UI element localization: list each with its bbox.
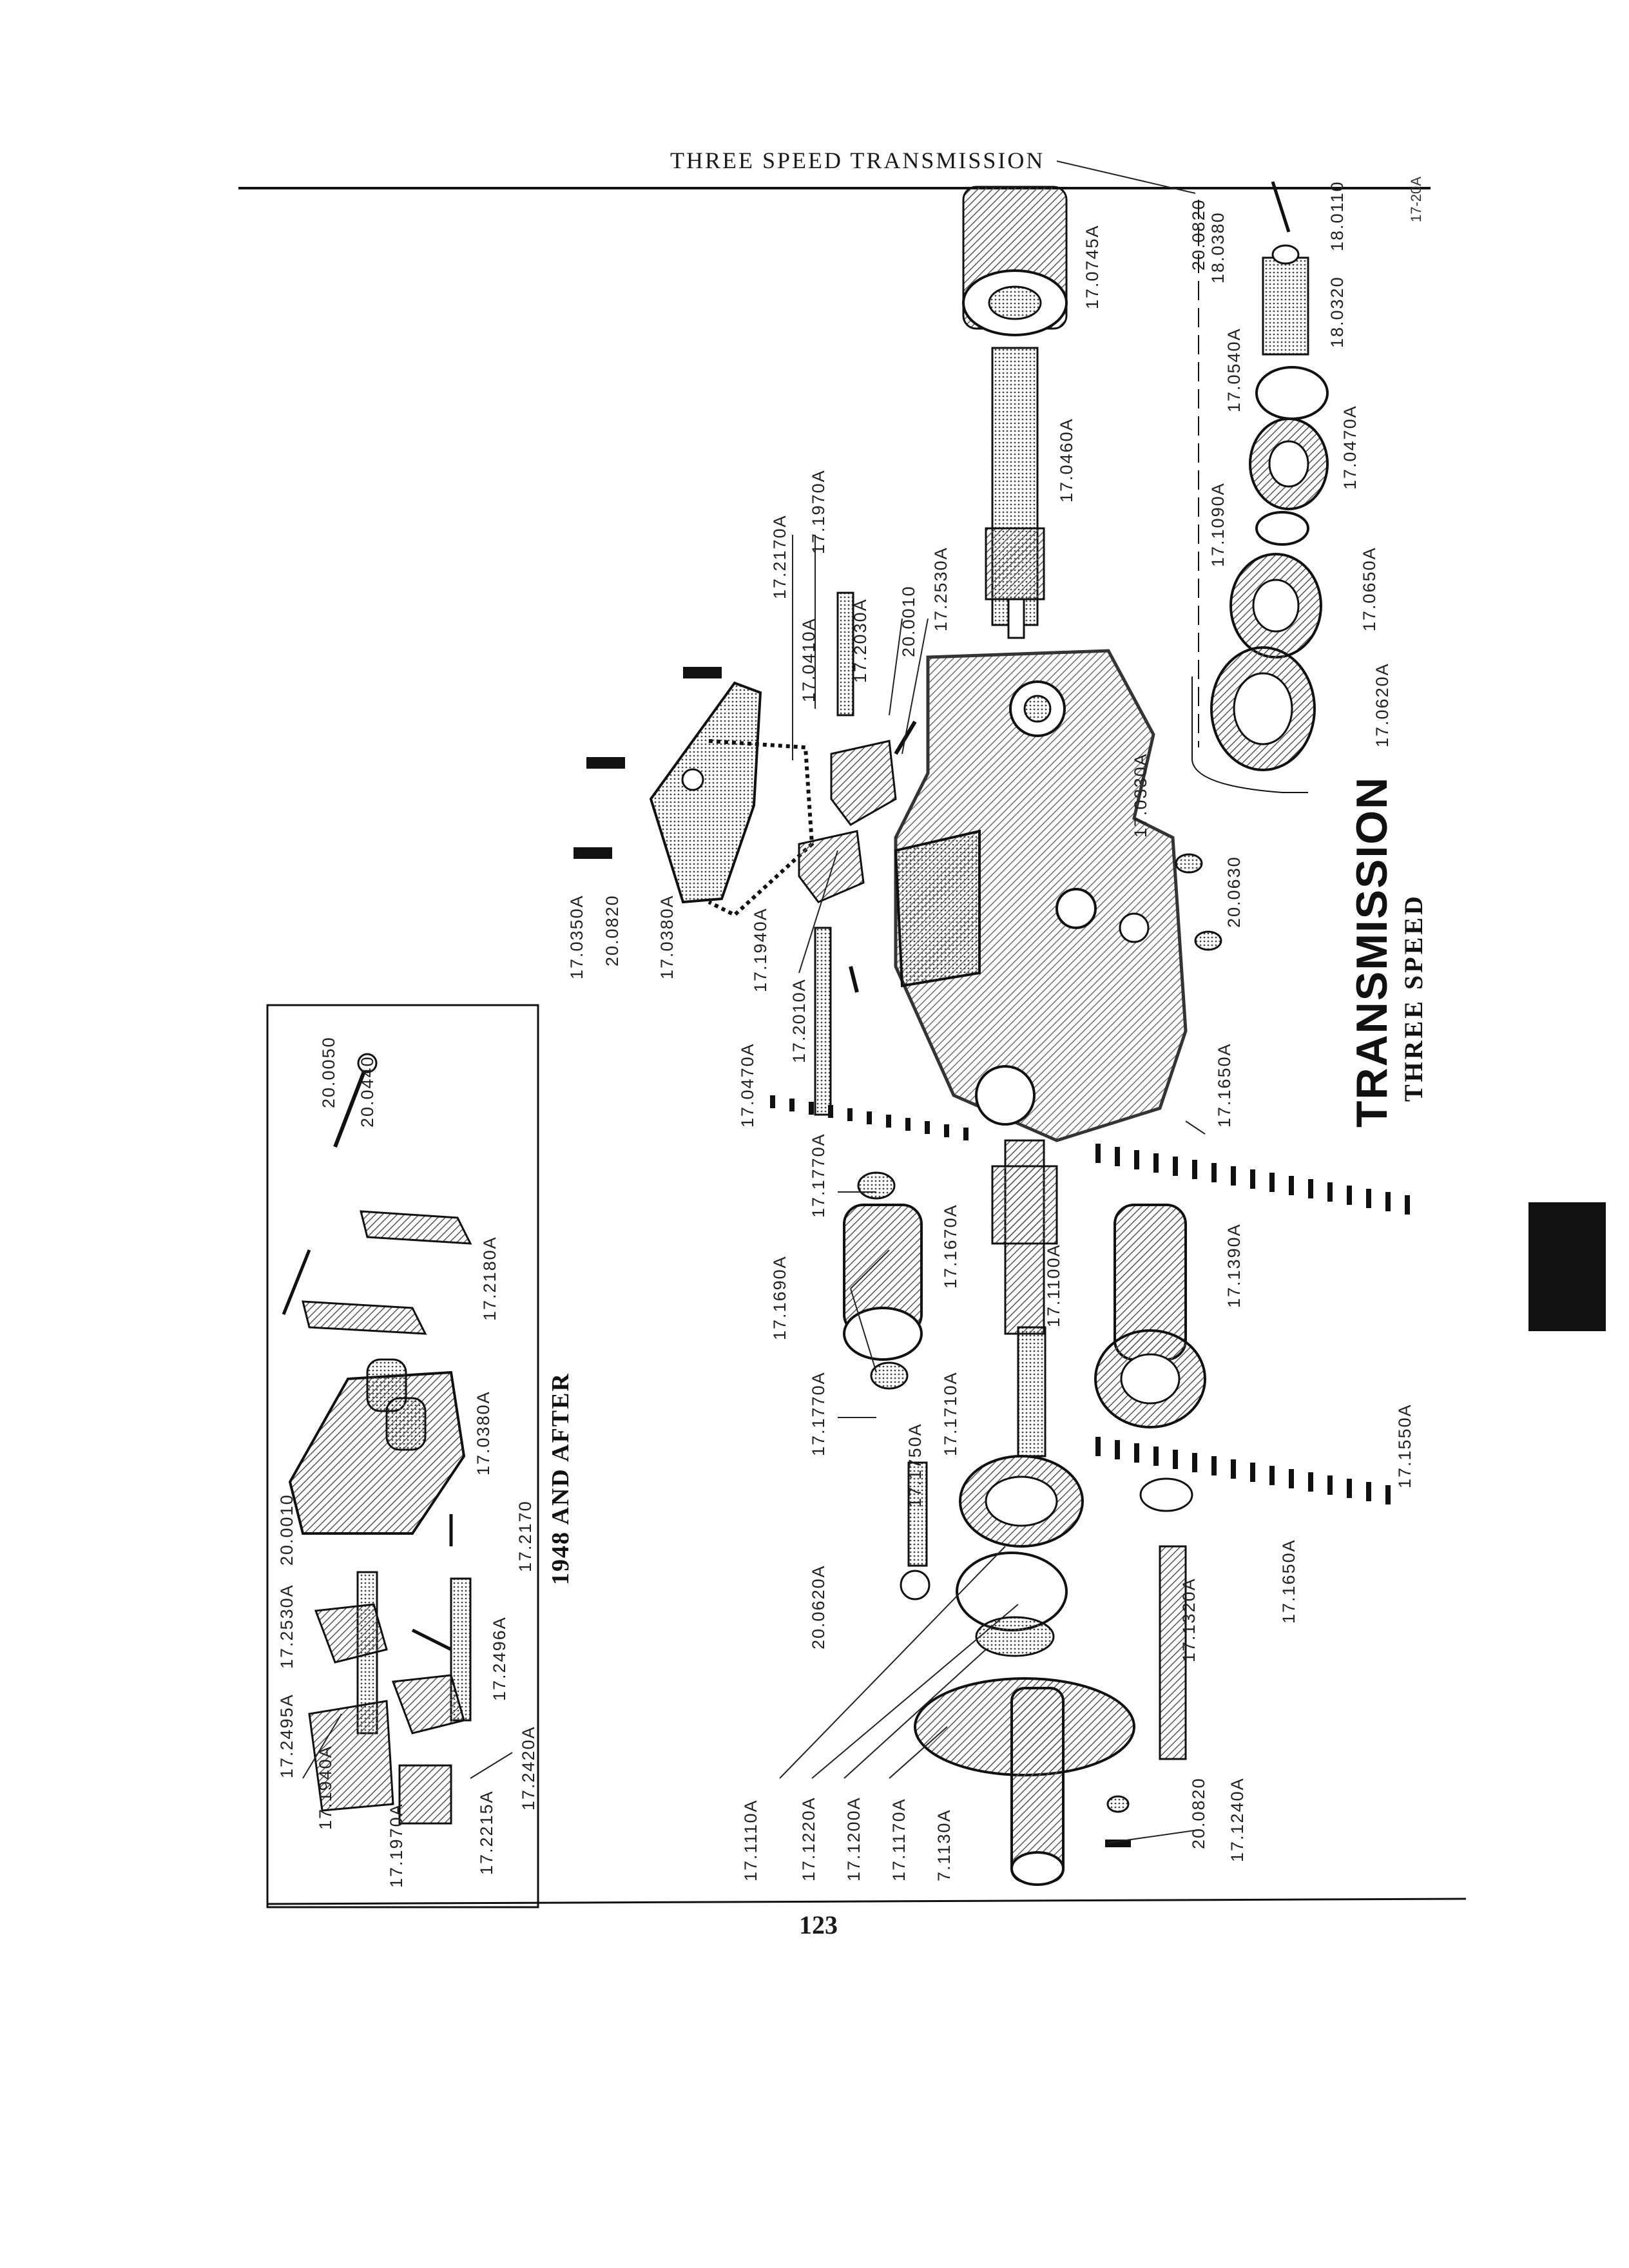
- part-label: 17.1170A: [889, 1798, 909, 1881]
- inset-part-label: 17.1970A: [387, 1803, 406, 1888]
- figure-reference: 17-20A: [1408, 177, 1424, 222]
- part-label: 18.0380: [1208, 211, 1228, 284]
- inset-part-label: 17.0380A: [474, 1390, 493, 1475]
- inset-part-label: 20.0010: [277, 1494, 296, 1566]
- part-label: 17.0745A: [1083, 224, 1102, 309]
- input-shaft-assembly: [962, 186, 1068, 639]
- part-label: 17.2010A: [789, 978, 809, 1063]
- part-label: 18.0110: [1327, 180, 1347, 251]
- part-label: 17.1650A: [1279, 1539, 1298, 1624]
- inset-part-label: 17.2420A: [519, 1725, 538, 1811]
- section-subtitle: THREE SPEED: [1399, 894, 1428, 1102]
- part-label: 17.0620A: [1373, 662, 1392, 747]
- part-label: 17.0470A: [738, 1043, 757, 1128]
- inset-title: 1948 AND AFTER: [547, 1372, 574, 1585]
- part-label: 17.2030A: [851, 598, 870, 683]
- bottom-rule: [267, 1898, 1467, 1905]
- part-label: 17.0460A: [1057, 418, 1076, 503]
- part-label: 17.1970A: [809, 469, 828, 554]
- inset-part-label: 17.2170: [516, 1500, 535, 1572]
- main-shaft-and-gears: [843, 1139, 1206, 1760]
- inset-part-label: 17.2180A: [480, 1236, 499, 1321]
- part-label: 20.0820: [1189, 198, 1208, 271]
- part-label: 20.0620A: [809, 1564, 828, 1649]
- section-title: TRANSMISSION: [1347, 776, 1396, 1128]
- part-label: 17.1200A: [844, 1796, 863, 1881]
- inset-part-label: 17.2495A: [277, 1693, 296, 1778]
- part-label: 17.1240A: [1228, 1777, 1247, 1862]
- part-label: 17.0470A: [1340, 405, 1360, 490]
- part-label: 17.1710A: [941, 1371, 960, 1456]
- part-label: 17.1100A: [1044, 1244, 1063, 1327]
- part-label: 7.1130A: [934, 1809, 954, 1881]
- leader-lines: [302, 160, 1206, 1843]
- part-label: 17.0540A: [1224, 327, 1244, 412]
- part-label: 17.2170A: [770, 514, 789, 599]
- transmission-case: [894, 649, 1222, 1142]
- inset-part-label: 17.1940A: [316, 1745, 335, 1830]
- page-header-title: THREE SPEED TRANSMISSION: [670, 148, 1045, 173]
- part-label: 17.1690A: [770, 1255, 789, 1340]
- inset-part-label: 17.2496A: [490, 1616, 509, 1701]
- part-label: 17.0380A: [657, 894, 677, 979]
- right-column-parts: [1191, 181, 1329, 793]
- part-label: 17.1550A: [1395, 1403, 1414, 1488]
- part-label: 20.0010: [899, 585, 918, 657]
- part-label: 20.0820: [602, 894, 622, 966]
- part-label: 20.0820: [1189, 1777, 1208, 1849]
- part-label: 17.0650A: [1360, 546, 1379, 631]
- part-label: 17.0330A: [1131, 753, 1150, 838]
- part-label: 18.0320: [1327, 276, 1347, 348]
- part-label: 17.1320A: [1179, 1577, 1199, 1662]
- inset-frame: [266, 1004, 539, 1908]
- part-label: 17.1650A: [1215, 1043, 1234, 1128]
- inset-part-label: 20.0440: [358, 1055, 377, 1128]
- part-label: 17.1390A: [1224, 1223, 1244, 1308]
- inset-shifter-parts: [282, 1053, 472, 1825]
- inset-part-label: 17.2215A: [477, 1790, 496, 1875]
- inset-part-label: 17.2530A: [277, 1584, 296, 1669]
- part-label: 17.0350A: [567, 894, 586, 979]
- part-label: 17.1110A: [741, 1799, 760, 1881]
- page-number: 123: [799, 1910, 838, 1939]
- part-label: 17.1090A: [1208, 482, 1228, 567]
- part-label: 17.1750A: [905, 1423, 925, 1508]
- rear-bearing-retainer: [914, 1677, 1135, 1886]
- part-label: 17.2530A: [931, 546, 950, 631]
- part-label: 17.1770A: [809, 1371, 828, 1456]
- part-label: 20.0630: [1224, 856, 1244, 928]
- part-label: 17.1670A: [941, 1204, 960, 1289]
- part-label: 17.1940A: [751, 907, 770, 992]
- part-label: 17.0410A: [799, 617, 818, 702]
- section-thumb-tab: [1528, 1202, 1606, 1331]
- header-rule: [238, 187, 1431, 189]
- part-label: 17.1220A: [799, 1796, 818, 1881]
- needle-bearing-rows: [770, 1095, 1410, 1504]
- part-label: 17.1770A: [809, 1133, 828, 1218]
- top-cover-plate: [574, 591, 917, 1116]
- inset-part-label: 20.0050: [319, 1036, 338, 1108]
